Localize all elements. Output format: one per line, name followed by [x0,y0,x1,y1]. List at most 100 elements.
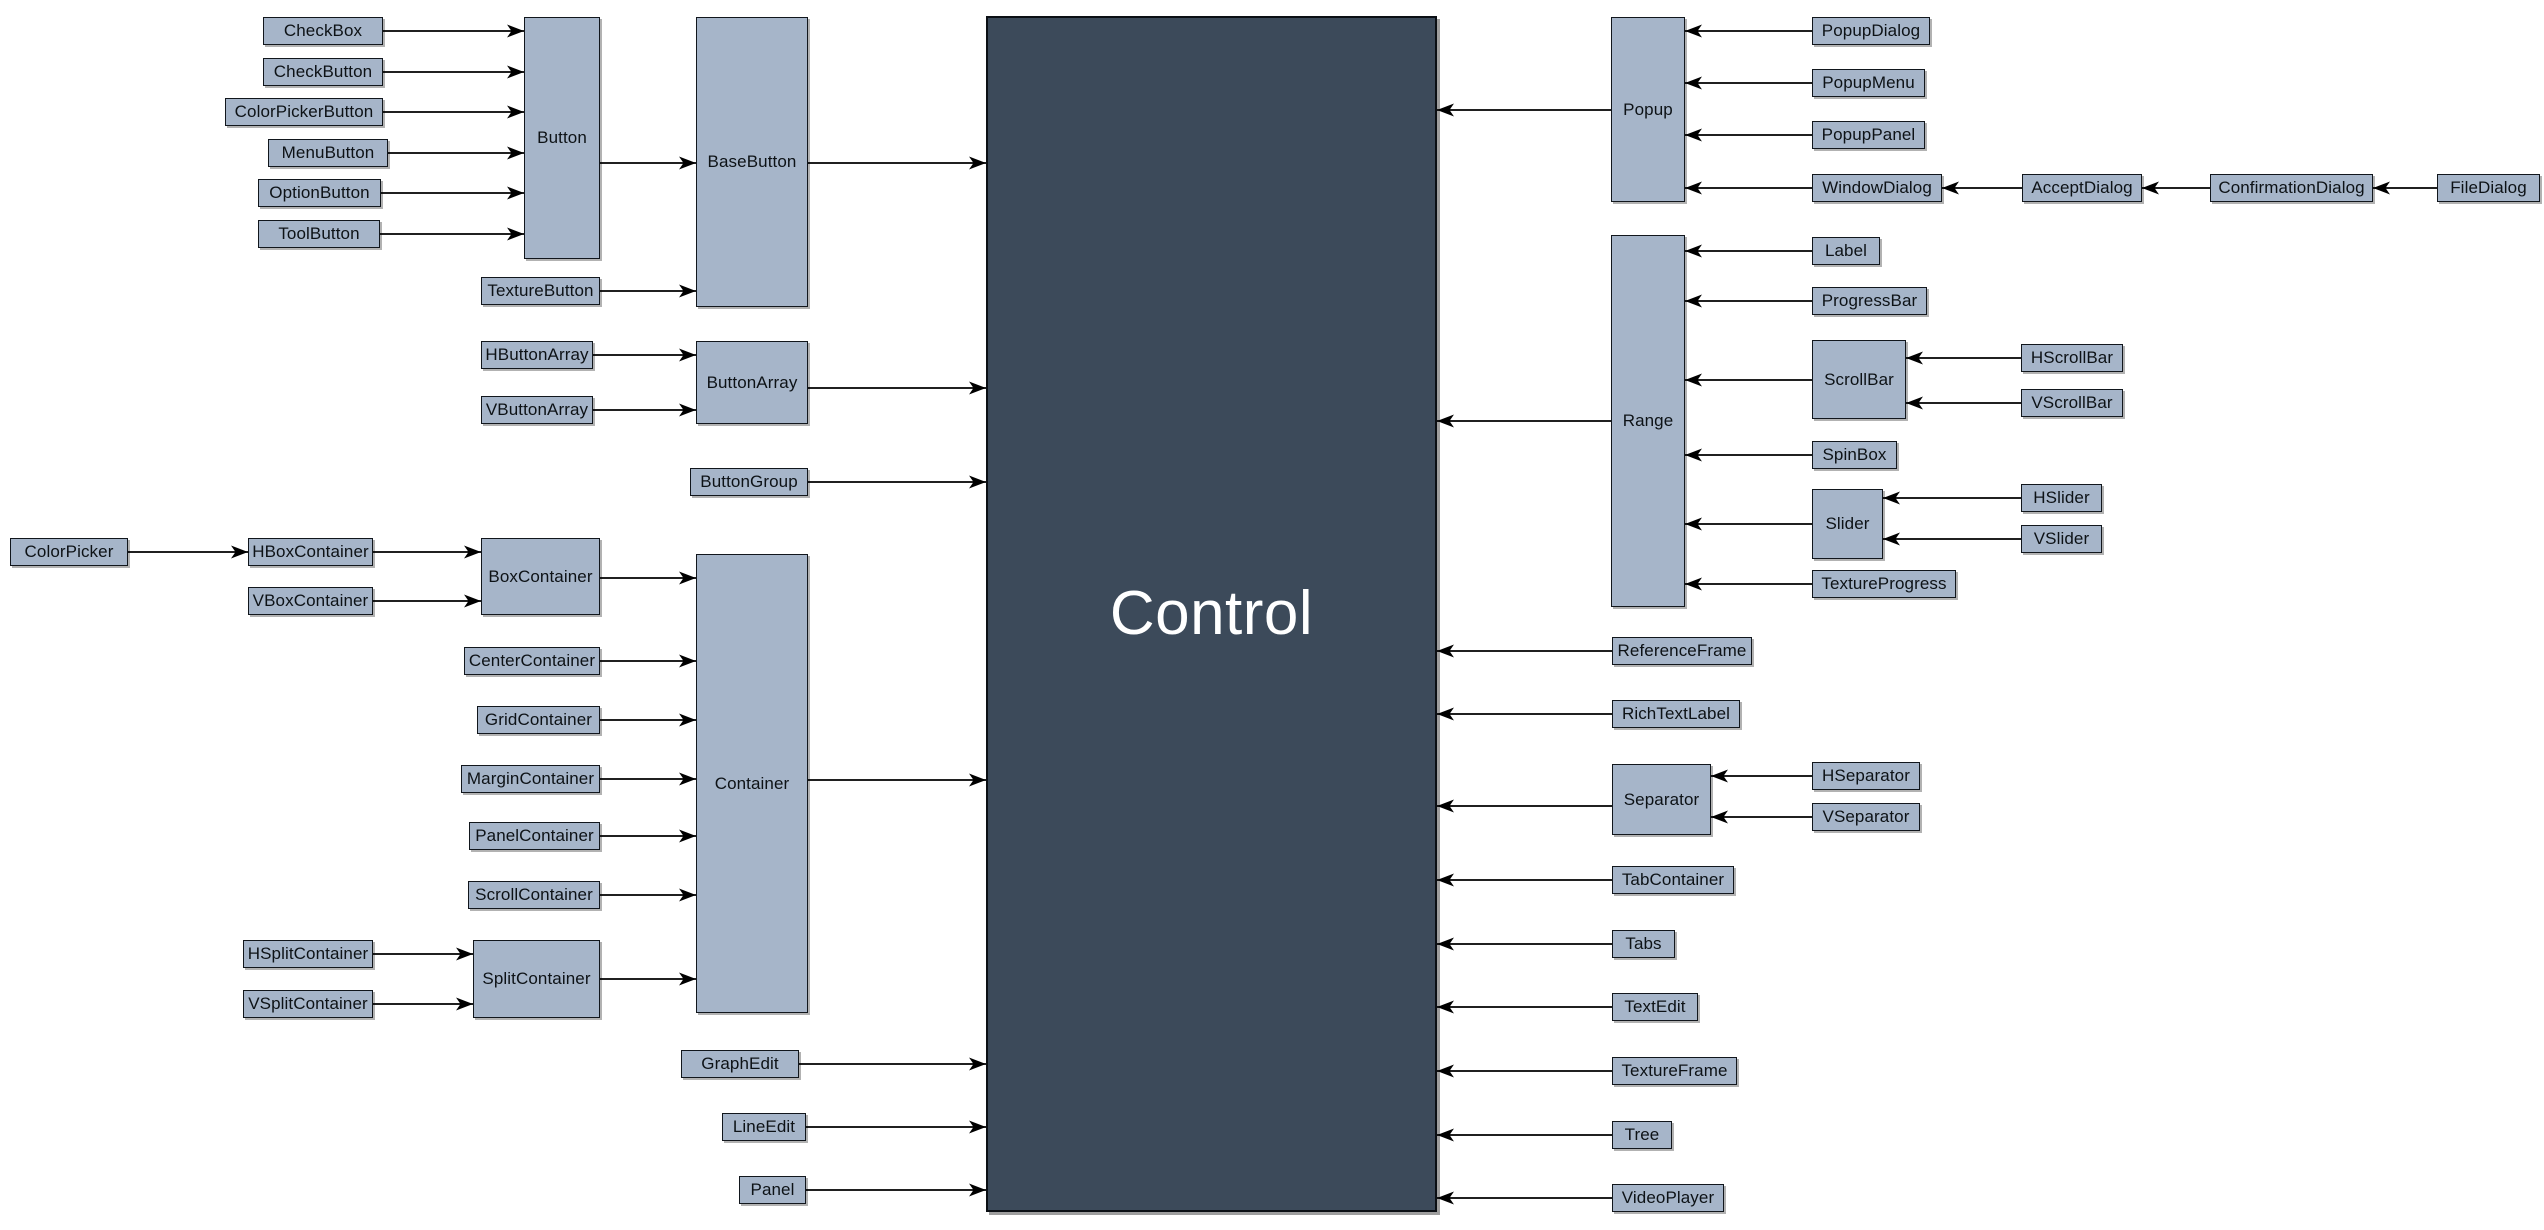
node-label: Container [714,773,790,793]
node-label: MenuButton [281,143,375,163]
node-label: ColorPicker [24,542,114,562]
node-textureprogress[interactable]: TextureProgress [1812,570,1956,598]
node-label: ToolButton [278,224,360,244]
node-hbuttonarray[interactable]: HButtonArray [481,341,593,369]
node-hboxcontainer[interactable]: HBoxContainer [248,538,373,566]
edge-confirmationdialog-to-acceptdialog [2142,181,2210,195]
node-label: HScrollBar [2030,348,2114,368]
node-centercontainer[interactable]: CenterContainer [464,647,600,675]
edge-vseparator-to-separator [1711,810,1812,824]
node-hseparator[interactable]: HSeparator [1812,762,1920,790]
node-label: GridContainer [484,710,593,730]
node-buttonarray[interactable]: ButtonArray [696,341,808,424]
node-lineedit[interactable]: LineEdit [722,1113,806,1141]
node-range[interactable]: Range [1611,235,1685,607]
node-hslider[interactable]: HSlider [2021,484,2102,512]
edge-splitcontainer-to-container [600,972,696,986]
node-vscrollbar[interactable]: VScrollBar [2021,389,2123,417]
edge-spinbox-to-range [1685,448,1812,462]
edge-buttongroup-to-control [808,475,986,489]
node-spinbox[interactable]: SpinBox [1812,441,1897,469]
edge-tabcontainer-to-control [1437,873,1612,887]
node-container[interactable]: Container [696,554,808,1013]
node-windowdialog[interactable]: WindowDialog [1812,174,1942,202]
node-label[interactable]: Label [1812,237,1880,265]
edge-graphedit-to-control [799,1057,986,1071]
edge-videoplayer-to-control [1437,1191,1612,1205]
node-scrollbar[interactable]: ScrollBar [1812,340,1906,419]
edge-windowdialog-to-popup [1685,181,1812,195]
node-colorpicker[interactable]: ColorPicker [10,538,128,566]
node-tabs[interactable]: Tabs [1612,930,1675,958]
edge-textureframe-to-control [1437,1064,1612,1078]
node-label: PopupDialog [1821,21,1921,41]
edge-hslider-to-slider [1883,491,2021,505]
node-vboxcontainer[interactable]: VBoxContainer [248,587,373,615]
node-colorpickerbutton[interactable]: ColorPickerButton [225,98,383,126]
node-vbuttonarray[interactable]: VButtonArray [481,396,593,424]
edge-textedit-to-control [1437,1000,1612,1014]
edge-hscrollbar-to-scrollbar [1906,351,2021,365]
edge-vsplitcontainer-to-splitcontainer [373,997,473,1011]
node-popupmenu[interactable]: PopupMenu [1812,69,1925,97]
node-basebutton[interactable]: BaseButton [696,17,808,307]
node-margincontainer[interactable]: MarginContainer [461,765,600,793]
node-filedialog[interactable]: FileDialog [2437,174,2540,202]
node-boxcontainer[interactable]: BoxContainer [481,538,600,615]
node-menubutton[interactable]: MenuButton [268,139,388,167]
node-tabcontainer[interactable]: TabContainer [1612,866,1734,894]
node-confirmationdialog[interactable]: ConfirmationDialog [2210,174,2373,202]
node-textureframe[interactable]: TextureFrame [1612,1057,1737,1085]
node-texturebutton[interactable]: TextureButton [481,277,600,305]
node-graphedit[interactable]: GraphEdit [681,1050,799,1078]
node-vsplitcontainer[interactable]: VSplitContainer [243,990,373,1018]
edge-scrollbar-to-range [1685,373,1812,387]
node-label: TextureProgress [1821,574,1947,594]
node-popupdialog[interactable]: PopupDialog [1812,17,1930,45]
node-label: VSeparator [1822,807,1910,827]
node-gridcontainer[interactable]: GridContainer [477,706,600,734]
node-separator[interactable]: Separator [1612,764,1711,835]
node-tree[interactable]: Tree [1612,1121,1672,1149]
edge-filedialog-to-confirmationdialog [2373,181,2437,195]
node-hsplitcontainer[interactable]: HSplitContainer [243,940,373,968]
node-label: HSplitContainer [247,944,369,964]
edge-progressbar-to-range [1685,294,1812,308]
node-label: ScrollBar [1824,369,1894,389]
node-checkbutton[interactable]: CheckButton [263,58,383,86]
node-panel[interactable]: Panel [739,1176,806,1204]
node-label: PanelContainer [475,826,594,846]
node-panelcontainer[interactable]: PanelContainer [469,822,600,850]
edge-hbuttonarray-to-buttonarray [593,348,696,362]
node-button[interactable]: Button [524,17,600,259]
node-slider[interactable]: Slider [1812,489,1883,559]
node-videoplayer[interactable]: VideoPlayer [1612,1184,1724,1212]
node-label: RichTextLabel [1621,704,1731,724]
node-acceptdialog[interactable]: AcceptDialog [2022,174,2142,202]
node-splitcontainer[interactable]: SplitContainer [473,940,600,1018]
node-label: ProgressBar [1821,291,1918,311]
node-progressbar[interactable]: ProgressBar [1812,287,1927,315]
node-label: ScrollContainer [475,885,593,905]
node-textedit[interactable]: TextEdit [1612,993,1698,1021]
node-optionbutton[interactable]: OptionButton [258,179,381,207]
node-hscrollbar[interactable]: HScrollBar [2021,344,2123,372]
node-label: Tree [1624,1125,1660,1145]
node-scrollcontainer[interactable]: ScrollContainer [468,881,600,909]
node-buttongroup[interactable]: ButtonGroup [690,468,808,496]
node-checkbox[interactable]: CheckBox [263,17,383,45]
node-referenceframe[interactable]: ReferenceFrame [1612,637,1752,665]
node-vseparator[interactable]: VSeparator [1812,803,1920,831]
node-label: PopupMenu [1822,73,1915,93]
edge-menubutton-to-button [388,146,524,160]
node-control[interactable]: Control [986,16,1437,1212]
node-label: MarginContainer [466,769,595,789]
edge-scrollcontainer-to-container [600,888,696,902]
node-richtextlabel[interactable]: RichTextLabel [1612,700,1740,728]
node-popuppanel[interactable]: PopupPanel [1812,121,1925,149]
node-vslider[interactable]: VSlider [2021,525,2102,553]
node-toolbutton[interactable]: ToolButton [258,220,380,248]
node-label: Label [1824,241,1868,261]
edge-hboxcontainer-to-boxcontainer [373,545,481,559]
node-popup[interactable]: Popup [1611,17,1685,202]
